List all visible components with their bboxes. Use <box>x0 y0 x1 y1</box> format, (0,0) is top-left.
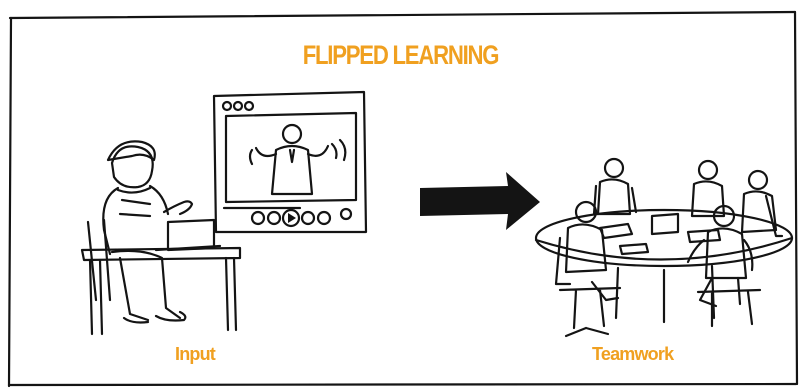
team-meeting-icon <box>536 159 792 336</box>
student-watching-video-icon <box>82 141 240 334</box>
page-title: FLIPPED LEARNING <box>72 40 729 71</box>
teamwork-caption: Teamwork <box>592 344 673 365</box>
video-player-icon <box>214 92 366 232</box>
input-caption: Input <box>175 344 215 365</box>
right-arrow-icon <box>420 172 540 230</box>
